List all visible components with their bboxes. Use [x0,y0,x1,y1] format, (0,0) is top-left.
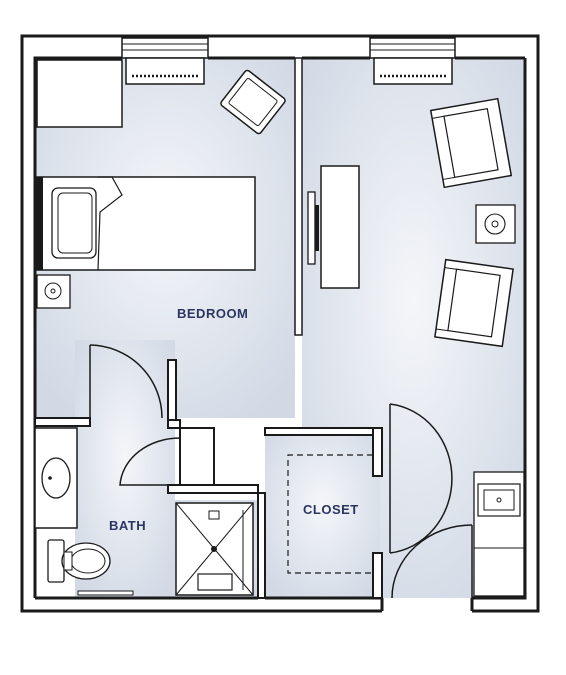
window-bedroom [121,37,209,59]
bedroom-label: BEDROOM [177,306,248,321]
bath-door[interactable] [89,344,163,419]
ac-unit-living [373,57,453,85]
living-chair-top [429,97,513,189]
partition-wall [294,57,303,336]
dresser [36,59,123,128]
bath-label: BATH [109,518,146,533]
closet-shelf [287,454,373,574]
bedroom-chair [220,69,286,135]
grab-bar [77,590,134,596]
bath-inner-door[interactable] [119,437,181,486]
closet-door[interactable] [389,403,453,554]
bed [36,176,256,271]
toilet [47,539,111,583]
tv-console [307,165,360,289]
living-chair-bottom [434,258,514,348]
entry-door[interactable] [391,524,473,599]
side-table [475,204,516,244]
kitchenette [473,471,525,597]
closet-label: CLOSET [303,502,359,517]
window-living [369,37,456,59]
ac-unit-bedroom [125,57,205,85]
vanity [34,427,78,529]
shower [175,502,254,596]
outer-walls [20,34,540,613]
nightstand [36,274,71,309]
